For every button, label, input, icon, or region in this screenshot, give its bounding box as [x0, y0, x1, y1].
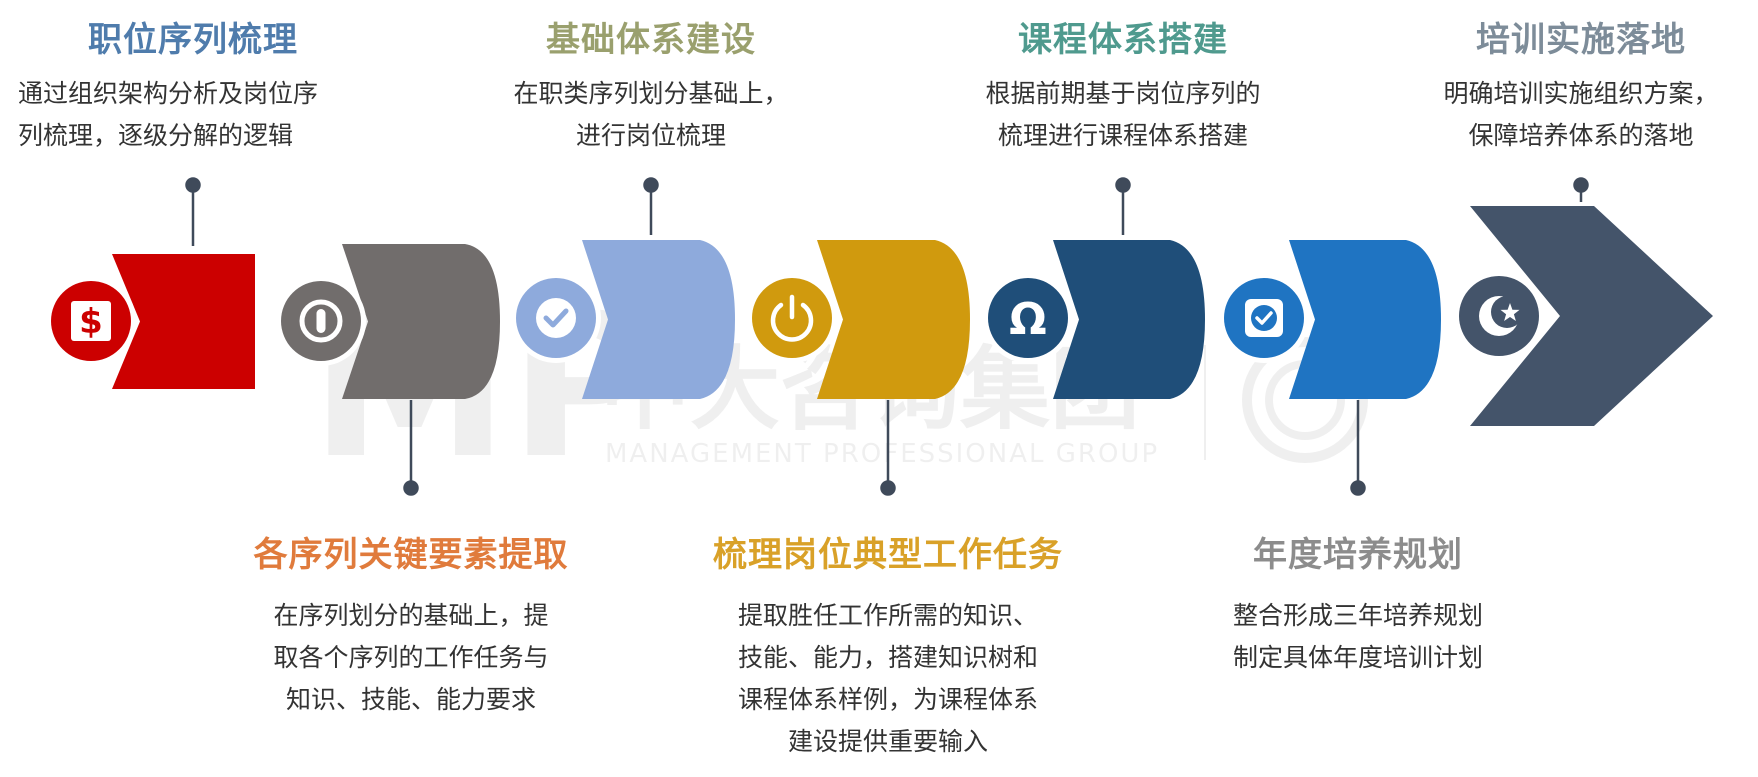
desc-line: 提取胜任工作所需的知识、: [737, 601, 1039, 630]
dollar-icon-box: [71, 301, 111, 341]
desc-line: 梳理进行课程体系搭建: [997, 121, 1249, 150]
power-symbol-bar: [316, 309, 326, 333]
dollar-icon: $: [71, 301, 111, 342]
desc-line: 技能、能力，搭建知识树和: [737, 643, 1039, 672]
desc-line: 取各个序列的工作任务与: [273, 643, 549, 672]
step-shapes: [112, 206, 1713, 426]
step-title-7: 培训实施落地: [1476, 20, 1686, 60]
power-icon: [770, 294, 814, 342]
check-mark: [543, 308, 569, 328]
omega-icon: Ω: [1009, 294, 1046, 345]
checkbox-icon: [1245, 299, 1283, 337]
step-shape-5: [1053, 240, 1205, 399]
dollar-icon-glyph: $: [79, 302, 103, 342]
step-title-1: 职位序列梳理: [88, 20, 298, 60]
desc-line: 列梳理，逐级分解的逻辑: [18, 121, 294, 150]
step-shape-3: [582, 240, 735, 399]
crescent-star: [1500, 303, 1520, 321]
step-title-6: 年度培养规划: [1253, 535, 1463, 575]
desc-line: 在序列划分的基础上，提: [273, 601, 549, 630]
step-title-5: 课程体系搭建: [1018, 20, 1228, 60]
step-shape-1: [112, 254, 255, 389]
check-circle-icon: [536, 298, 576, 338]
checkbox-mark: [1255, 311, 1273, 325]
desc-line: 整合形成三年培养规划: [1232, 601, 1484, 630]
step-shape-4: [817, 240, 970, 399]
connector-dot-7: [1573, 177, 1589, 193]
connectors: [185, 177, 1589, 496]
icon-circle-5-fill: [988, 278, 1068, 358]
connector-dot-3: [643, 177, 659, 193]
check-circle-ring: [536, 298, 576, 338]
step-desc-5: 根据前期基于岗位序列的梳理进行课程体系搭建: [985, 73, 1260, 157]
watermark-emblem: [1242, 337, 1368, 463]
connector-dot-2: [403, 480, 419, 496]
star-crescent-icon: [1479, 296, 1523, 336]
step-shape-2: [342, 244, 500, 399]
desc-line: 制定具体年度培训计划: [1232, 643, 1484, 672]
checkbox-inner: [1251, 305, 1277, 331]
step-desc-1: 通过组织架构分析及岗位序列梳理，逐级分解的逻辑: [18, 73, 318, 157]
step-title-3: 基础体系建设: [546, 20, 756, 60]
desc-line: 根据前期基于岗位序列的: [985, 79, 1261, 108]
step-shape-6: [1289, 240, 1441, 399]
power-arc: [770, 302, 814, 342]
step-title-2: 各序列关键要素提取: [253, 535, 569, 575]
watermark-tagline: MANAGEMENT PROFESSIONAL GROUP: [605, 439, 1159, 469]
omega-glyph: Ω: [1009, 294, 1046, 345]
power-symbol-icon: [299, 299, 343, 343]
desc-line: 建设提供重要输入: [787, 727, 989, 756]
desc-line: 保障培养体系的落地: [1468, 121, 1694, 150]
desc-line: 在职类序列划分基础上，: [513, 79, 789, 108]
step-desc-6: 整合形成三年培养规划制定具体年度培训计划: [1233, 595, 1483, 679]
connector-dot-5: [1115, 177, 1131, 193]
step-shape-7: [1470, 206, 1713, 426]
desc-line: 通过组织架构分析及岗位序: [18, 79, 319, 108]
step-desc-7: 明确培训实施组织方案， 保障培养体系的落地: [1443, 73, 1718, 157]
connector-dot-6: [1350, 480, 1366, 496]
desc-line: 课程体系样例，为课程体系: [737, 685, 1039, 714]
step-title-4: 梳理岗位典型工作任务: [713, 535, 1063, 575]
desc-line: 明确培训实施组织方案，: [1443, 79, 1719, 108]
step-desc-2: 在序列划分的基础上，提取各个序列的工作任务与知识、技能、能力要求: [273, 595, 548, 721]
connector-dot-1: [185, 177, 201, 193]
connector-dot-4: [880, 480, 896, 496]
step-desc-4: 提取胜任工作所需的知识、技能、能力，搭建知识树和课程体系样例，为课程体系建设提供…: [738, 595, 1038, 763]
desc-line: 进行岗位梳理: [575, 121, 727, 150]
desc-line: 知识、技能、能力要求: [285, 685, 537, 714]
step-desc-3: 在职类序列划分基础上， 进行岗位梳理: [513, 73, 788, 157]
power-symbol-ring: [299, 299, 343, 343]
